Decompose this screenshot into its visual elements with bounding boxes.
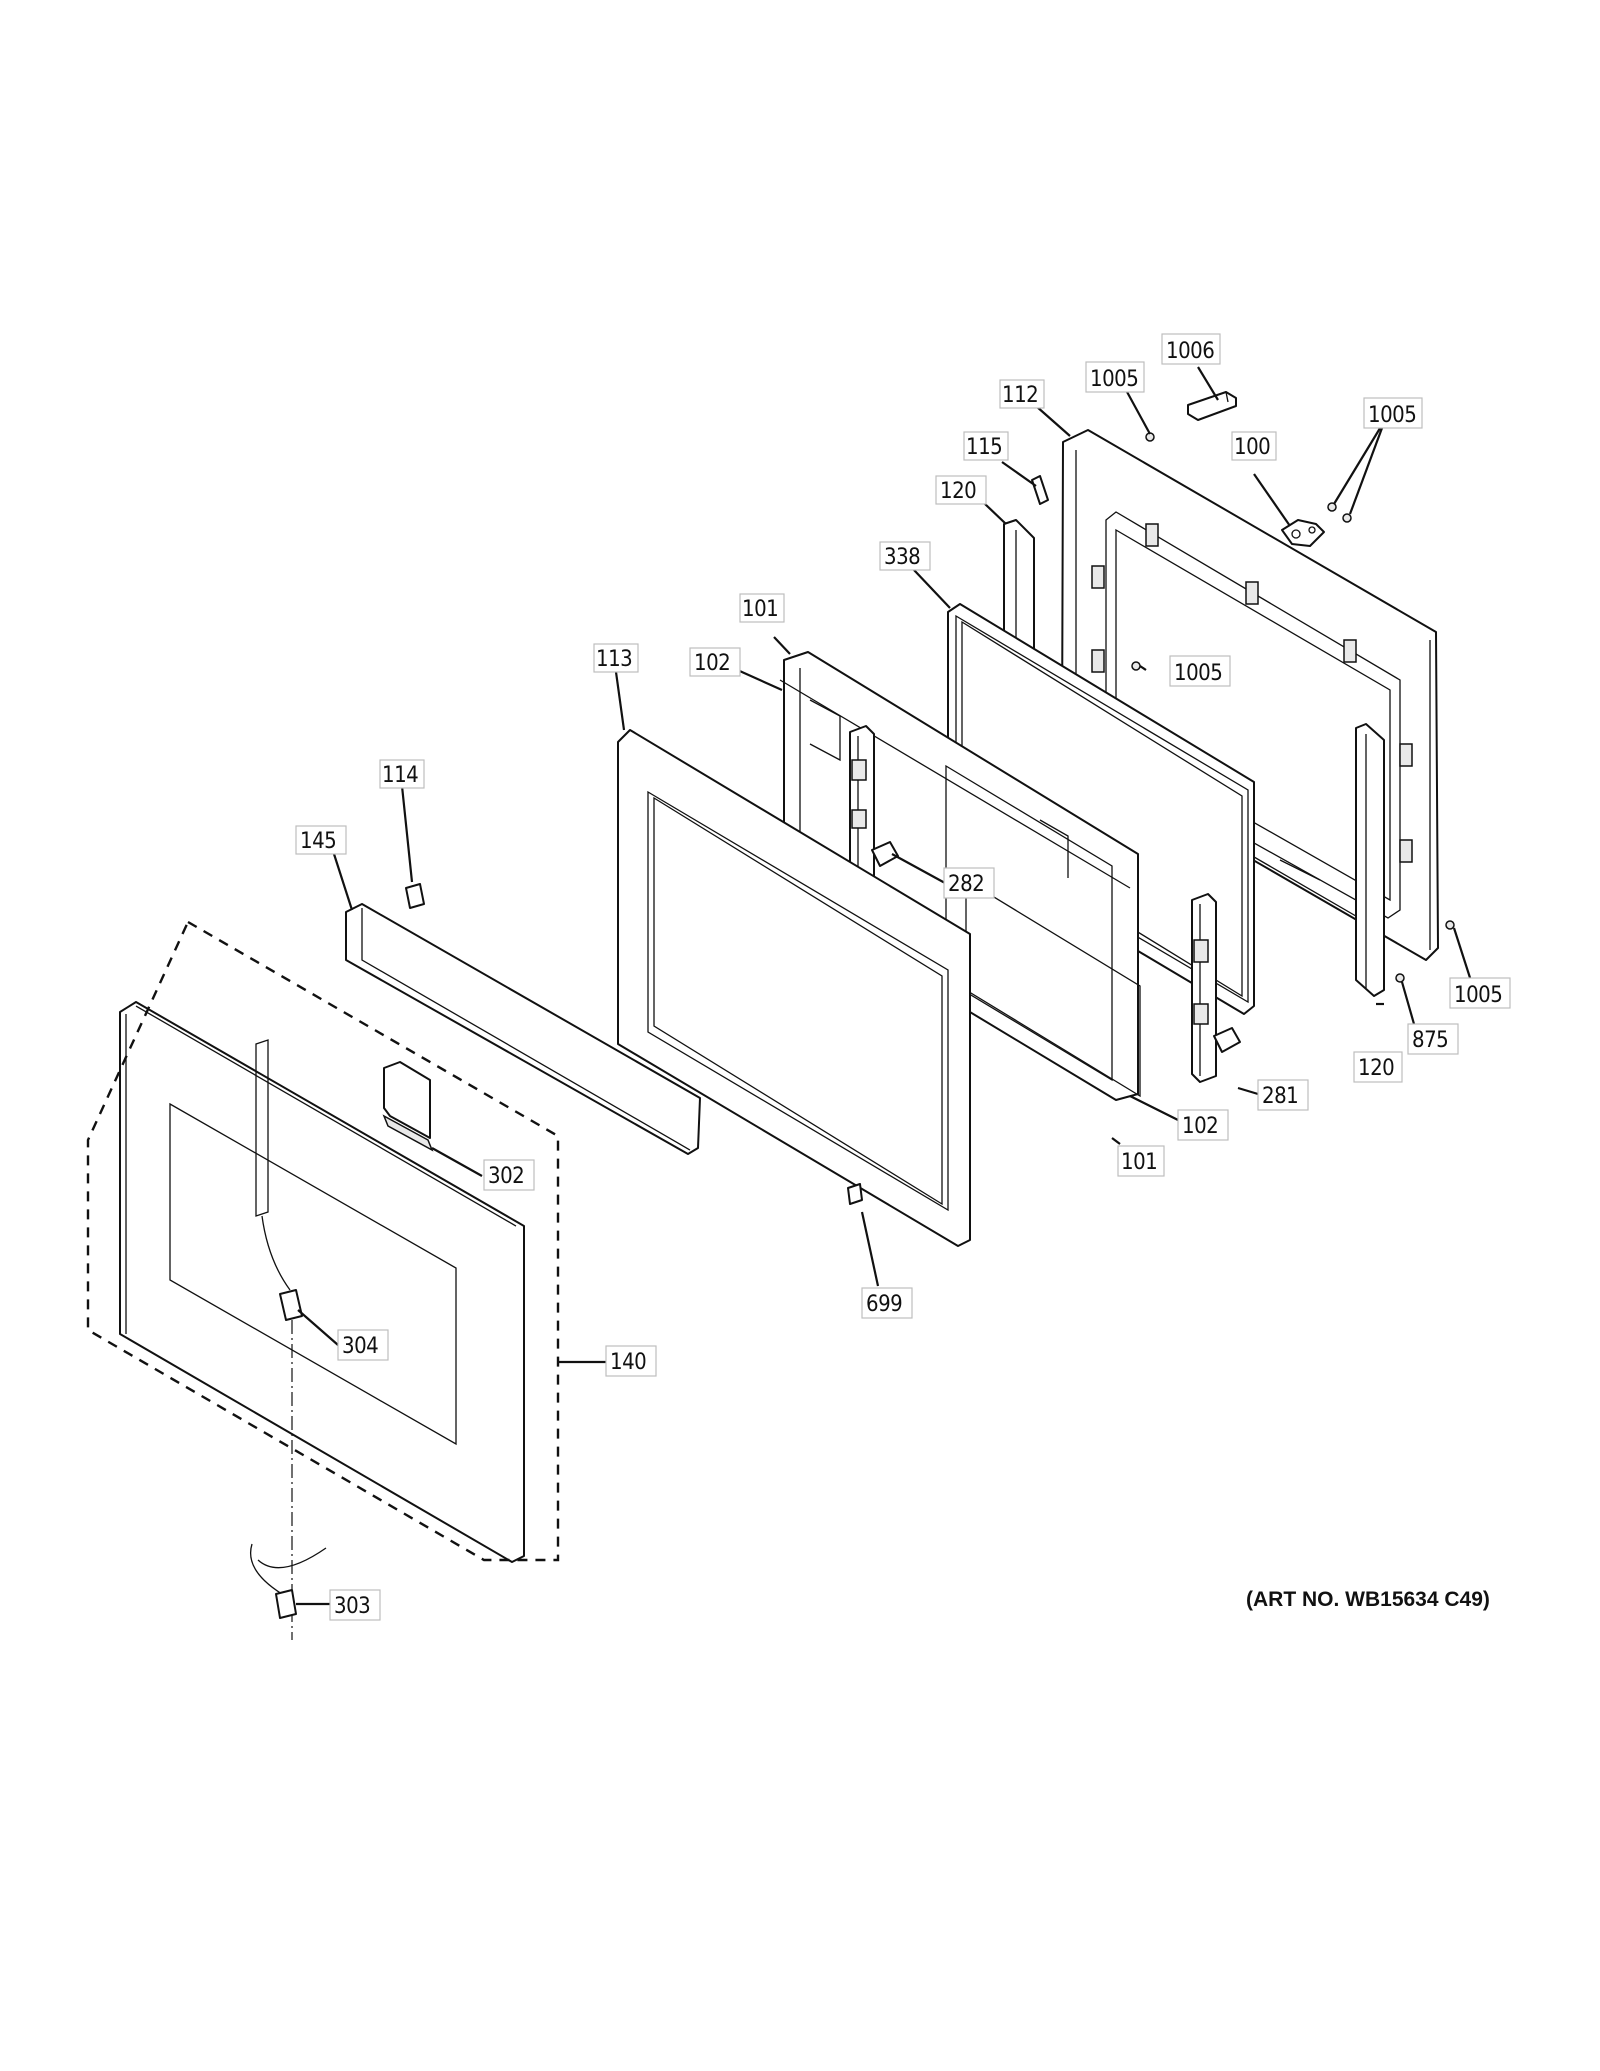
part-side-channel-right (1355, 723, 1385, 997)
svg-text:699: 699 (866, 1292, 902, 1317)
svg-text:115: 115 (966, 435, 1002, 460)
leader-lines (296, 366, 1474, 1606)
callout-120: 120 (1353, 1051, 1403, 1083)
callout-1005: 1005 (1169, 655, 1231, 687)
part-trim-strip (345, 903, 701, 1155)
svg-text:338: 338 (884, 545, 920, 570)
svg-text:113: 113 (596, 647, 632, 672)
callout-281: 281 (1257, 1079, 1309, 1111)
svg-text:302: 302 (488, 1164, 524, 1189)
callout-102: 102 (689, 647, 741, 677)
part-stud (405, 883, 425, 909)
part-sensor-connector (261, 1215, 303, 1640)
svg-text:101: 101 (1121, 1150, 1157, 1175)
svg-text:102: 102 (1182, 1114, 1218, 1139)
art-number: (ART NO. WB15634 C49) (1246, 1588, 1490, 1611)
callout-304: 304 (337, 1329, 389, 1361)
callout-282: 282 (943, 867, 995, 899)
svg-text:1005: 1005 (1368, 403, 1416, 428)
svg-text:100: 100 (1234, 435, 1270, 460)
callout-338: 338 (879, 541, 931, 571)
part-outer-door-frame (1061, 429, 1439, 961)
svg-text:282: 282 (948, 872, 984, 897)
svg-text:304: 304 (342, 1334, 378, 1359)
svg-text:120: 120 (1358, 1056, 1394, 1081)
callout-101: 101 (1117, 1145, 1165, 1177)
callout-120: 120 (935, 475, 987, 505)
svg-text:303: 303 (334, 1594, 370, 1619)
callout-102: 102 (1177, 1109, 1229, 1141)
svg-text:112: 112 (1002, 383, 1038, 408)
svg-text:875: 875 (1412, 1028, 1448, 1053)
callout-100: 100 (1231, 431, 1277, 461)
svg-text:281: 281 (1262, 1084, 1298, 1109)
svg-text:140: 140 (610, 1350, 646, 1375)
svg-text:1005: 1005 (1090, 367, 1138, 392)
callout-1005: 1005 (1085, 361, 1145, 393)
callout-1006: 1006 (1161, 333, 1221, 365)
svg-text:145: 145 (300, 829, 336, 854)
part-hinge-receiver (382, 1061, 434, 1152)
part-hinge-bracket (1281, 519, 1325, 547)
svg-text:102: 102 (694, 651, 730, 676)
part-middle-frame (617, 729, 971, 1247)
part-wire-harness (250, 1543, 327, 1619)
part-screw-699 (847, 1183, 863, 1205)
callout-114: 114 (379, 759, 425, 789)
callout-1005: 1005 (1449, 977, 1511, 1009)
callout-140: 140 (605, 1345, 657, 1377)
callout-1005: 1005 (1363, 397, 1423, 429)
part-clip (1187, 391, 1237, 421)
callout-101: 101 (739, 593, 785, 623)
svg-text:120: 120 (940, 479, 976, 504)
part-hinge-right (1191, 893, 1241, 1083)
svg-text:101: 101 (742, 597, 778, 622)
callout-113: 113 (593, 643, 639, 673)
callout-145: 145 (295, 825, 347, 855)
svg-text:1005: 1005 (1454, 983, 1502, 1008)
callout-699: 699 (861, 1287, 913, 1319)
callout-303: 303 (329, 1589, 381, 1621)
svg-text:1006: 1006 (1166, 339, 1214, 364)
part-spring (1031, 475, 1049, 505)
callout-112: 112 (999, 379, 1045, 409)
svg-text:1005: 1005 (1174, 661, 1222, 686)
callout-875: 875 (1407, 1023, 1459, 1055)
callout-115: 115 (963, 431, 1009, 461)
assembly-outline (86, 920, 560, 1562)
callout-302: 302 (483, 1159, 535, 1191)
svg-text:114: 114 (382, 763, 418, 788)
part-outer-door-assembly (119, 1001, 525, 1563)
